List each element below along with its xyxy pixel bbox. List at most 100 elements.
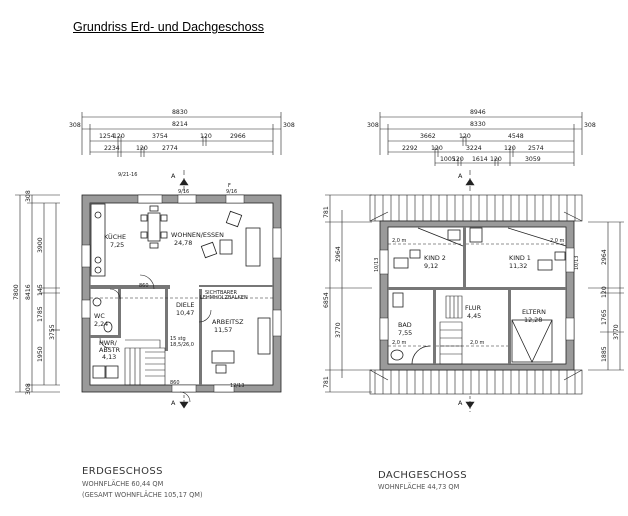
eg-room-arbeitsz-area: 11,57 (214, 326, 232, 334)
dg-dim-r5-0: 1005 (440, 156, 456, 163)
eg-dim-left-seg-1: 3900 (37, 237, 44, 253)
eg-doors (99, 274, 212, 403)
eg-dim-r3-2: 3754 (152, 133, 168, 140)
dg-headroom-lines (388, 243, 566, 347)
eg-room-wc-area: 2,24 (94, 320, 108, 328)
eg-dim-r4-0: 2234 (104, 145, 120, 152)
dg-dim-r5-3: 120 (490, 156, 502, 163)
eg-room-wc-name: WC (94, 312, 105, 320)
eg-outer-walls (81, 194, 282, 393)
dg-dim-wall-left: 308 (367, 122, 379, 129)
eg-note-win-c: 9/16 (226, 189, 237, 195)
dg-area-line1: WOHNFLÄCHE 44,73 QM (378, 482, 460, 491)
dg-dim-r5-4: 3059 (525, 156, 541, 163)
dg-room-kind2-area: 9,12 (424, 262, 438, 270)
dg-note-win-b: 10/13 (574, 256, 580, 270)
eg-section-markers (179, 170, 189, 409)
eg-dim-r3-0: 1254 (99, 133, 115, 140)
eg-room-kueche-name: KÜCHE (104, 232, 126, 241)
dg-dim-right-seg-1: 120 (601, 286, 608, 298)
eg-dim-total: 8830 (172, 109, 188, 116)
eg-dim-left-a: 8416 (25, 284, 32, 300)
dg-dim-right-seg-2: 1765 (601, 309, 608, 325)
eg-dim-left-seg-6: 308 (25, 383, 32, 395)
eg-note-door-860b: 860 (170, 380, 180, 386)
dg-dim-left-seg-1: 2964 (335, 246, 342, 262)
eg-wc-fixtures (92, 297, 113, 333)
dg-room-kind1-name: KIND 1 (509, 254, 531, 262)
dg-label-a-bottom: A (458, 399, 463, 407)
eg-dim-left-seg-0: 308 (25, 190, 32, 202)
dg-dim-right-seg-3: 1885 (601, 346, 608, 362)
dg-dim-r5-1: 120 (452, 156, 464, 163)
dg-note-h20d: 2,0 m (470, 340, 485, 346)
dg-dim-r4-3: 120 (504, 145, 516, 152)
dg-dim-r3-2: 4548 (508, 133, 524, 140)
eg-room-hwr-area: 4,13 (102, 353, 116, 361)
dg-bath-fixtures (390, 292, 431, 365)
eg-stairs (124, 339, 166, 386)
eg-room-hwr-name: HWR/ (99, 339, 118, 347)
dg-dim-r4-0: 2292 (402, 145, 418, 152)
dg-dim-wall-right: 308 (584, 122, 596, 129)
eg-dim-left-total: 7800 (13, 284, 20, 300)
eg-room-hwr-name2: ABSTR (99, 346, 121, 354)
eg-hwr-fixtures (92, 365, 119, 379)
eg-room-kueche-area: 7,25 (110, 241, 124, 249)
dg-note-win-a: 10/13 (374, 258, 380, 272)
dg-dim-left-seg-2: 3770 (335, 322, 342, 338)
dg-left-dimensions (325, 194, 372, 393)
eg-windows (81, 194, 282, 393)
eg-note-door-860a: 860 (139, 283, 149, 289)
dg-dim-r4-2: 3224 (466, 145, 482, 152)
dg-dim-right-seg-4: 3770 (613, 324, 620, 340)
dg-dim-left-seg-3: 781 (323, 376, 330, 388)
eg-dim-left-seg-4: 1950 (37, 346, 44, 362)
dg-top-dimensions (379, 112, 583, 166)
eg-note-sichtbarer: SICHTBARER (205, 290, 237, 296)
eg-dining-table (140, 205, 168, 249)
eg-label-f: F (228, 183, 231, 189)
eg-dim-r3-4: 2966 (230, 133, 246, 140)
eg-room-wohnen-name: WOHNEN/ESSEN (171, 231, 224, 239)
dg-dim-r4-1: 120 (431, 145, 443, 152)
dg-section-markers (465, 170, 475, 412)
dg-dim-r3-0: 3662 (420, 133, 436, 140)
eg-label-a-top: A (171, 172, 176, 180)
dg-title: DACHGESCHOSS (378, 470, 467, 481)
eg-note-win-b: 9/21-16 (118, 172, 137, 178)
dg-windows (379, 247, 575, 341)
eg-room-wohnen-area: 24,78 (174, 239, 192, 247)
eg-dim-wall-left: 308 (69, 122, 81, 129)
dg-stairs (439, 295, 463, 365)
dg-right-dimensions (588, 221, 624, 371)
dg-dim-right-seg-0: 2964 (601, 249, 608, 265)
dg-room-kind2-name: KIND 2 (424, 254, 446, 262)
eg-dim-left-seg-3: 1785 (37, 306, 44, 322)
eg-label-a-bottom: A (171, 399, 176, 407)
dg-interior-walls (388, 227, 566, 364)
eg-dim-left-seg-2: 145 (37, 284, 44, 296)
dg-outer-walls (379, 220, 575, 371)
eg-room-diele-area: 10,47 (176, 309, 194, 317)
dg-room-flur-area: 4,45 (467, 312, 481, 320)
eg-dim-r3-3: 120 (200, 133, 212, 140)
eg-area-line2: (GESAMT WOHNFLÄCHE 105,17 QM) (82, 490, 203, 499)
dg-room-bad-area: 7,55 (398, 329, 412, 337)
eg-note-stairs2: 18,5/26,0 (170, 342, 194, 348)
dg-dim-left-seg-0: 781 (323, 206, 330, 218)
eg-desk (211, 317, 271, 374)
eg-note-lehmholz: LEHMHOLZBALKEN (200, 295, 248, 301)
dg-dim-r3-1: 120 (459, 133, 471, 140)
dg-dim-r4-4: 2574 (528, 145, 544, 152)
dg-note-h20c: 2,0 m (392, 340, 407, 346)
eg-left-dimensions (15, 194, 60, 393)
eg-plan: 8830 8214 308 308 1254 120 3754 120 2966… (13, 109, 295, 499)
eg-dim-left-seg-5: 3755 (49, 324, 56, 340)
dg-room-flur-name: FLUR (465, 304, 482, 312)
dg-label-a-top: A (458, 172, 463, 180)
eg-top-dimensions (81, 112, 282, 157)
eg-kitchen-counter (90, 203, 106, 277)
eg-room-arbeitsz-name: ARBEITSZ (212, 318, 244, 326)
